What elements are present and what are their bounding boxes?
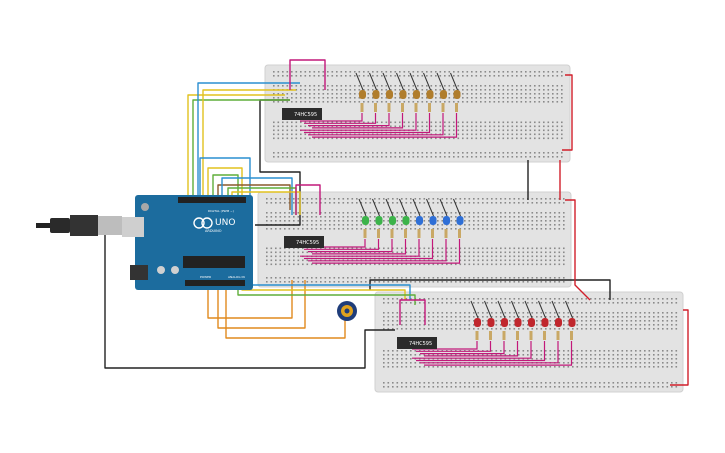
middle-row-led-2[interactable]	[372, 198, 383, 238]
bottom-row-led-7[interactable]	[551, 300, 562, 340]
top-row-led-8[interactable]	[450, 72, 461, 112]
bottom-row-wire-2[interactable]	[416, 341, 492, 352]
bottom-row-led-1[interactable]	[470, 300, 481, 340]
top-row-led-5[interactable]	[409, 72, 420, 112]
middle-row-led-4[interactable]	[399, 198, 410, 238]
middle-row-wire-5[interactable]	[300, 239, 420, 257]
bottom-row-wire-5[interactable]	[412, 341, 532, 359]
wire-blue-1[interactable]	[197, 82, 300, 200]
wire-blue-3[interactable]	[221, 177, 293, 215]
bottom-row-led-6[interactable]	[538, 300, 549, 340]
bottom-row-wire-3[interactable]	[420, 341, 505, 355]
top-row-led-4[interactable]	[396, 72, 407, 112]
chip-bottom-label: 74HC595	[409, 341, 432, 347]
wire-orange-2[interactable]	[217, 280, 306, 329]
chip-middle[interactable]	[284, 236, 324, 248]
top-row-led-3[interactable]	[382, 72, 393, 112]
top-row-wire-7[interactable]	[308, 113, 444, 136]
top-row-wire-8[interactable]	[312, 113, 458, 138]
leds	[355, 72, 576, 340]
wire-magenta-mid-1[interactable]	[295, 184, 321, 215]
middle-row-led-6[interactable]	[426, 198, 437, 238]
wire-magenta-top-1[interactable]	[289, 59, 326, 90]
power-analog-header[interactable]	[185, 280, 245, 286]
atmega-chip	[183, 256, 245, 268]
wire-magenta-bot-1[interactable]	[399, 299, 426, 325]
middle-row-led-1[interactable]	[358, 198, 369, 238]
bottom-row-led-3[interactable]	[497, 300, 508, 340]
bottom-row-led-4[interactable]	[511, 300, 522, 340]
arduino-sub: ARDUINO	[205, 229, 222, 233]
wire-yellow-1[interactable]	[187, 94, 285, 200]
top-row-wire-6[interactable]	[304, 113, 431, 134]
top-row-led-7[interactable]	[436, 72, 447, 112]
shift-registers: 74HC595 74HC595 74HC595	[282, 108, 437, 349]
bottom-row-wire-7[interactable]	[420, 341, 559, 364]
middle-row-led-5[interactable]	[412, 198, 423, 238]
arduino-power-label: POWER	[200, 275, 211, 279]
chip-top[interactable]	[282, 108, 322, 120]
middle-row-wire-4[interactable]	[312, 239, 407, 255]
middle-row-wire-2[interactable]	[304, 239, 380, 250]
bottom-row-wire-4[interactable]	[424, 341, 519, 357]
top-row-wire-5[interactable]	[300, 113, 417, 131]
top-row-wire-2[interactable]	[304, 113, 377, 124]
chip-top-label: 74HC595	[294, 112, 317, 118]
middle-row-wire-6[interactable]	[304, 239, 434, 260]
bottom-row-wire-8[interactable]	[424, 341, 573, 366]
wire-green-1[interactable]	[192, 99, 290, 200]
top-row-wire-4[interactable]	[312, 113, 404, 129]
bottom-row-wire-6[interactable]	[416, 341, 546, 362]
top-row-led-2[interactable]	[369, 72, 380, 112]
middle-row-wire-3[interactable]	[308, 239, 393, 253]
chip-bottom[interactable]	[397, 337, 437, 349]
arduino-brand: UNO	[215, 218, 235, 228]
reset-button[interactable]	[141, 203, 149, 211]
wire-red-mid[interactable]	[565, 199, 591, 301]
arduino-analog-label: ANALOG IN	[228, 275, 245, 279]
wire-orange-3[interactable]	[225, 285, 346, 339]
middle-row-led-7[interactable]	[439, 198, 450, 238]
potentiometer[interactable]	[337, 301, 357, 321]
middle-row-wire-8[interactable]	[312, 239, 461, 264]
wire-brown-1[interactable]	[217, 184, 291, 210]
wire-red-right-top-2[interactable]	[562, 74, 573, 151]
chip-middle-label: 74HC595	[296, 240, 319, 246]
top-row-led-1[interactable]	[355, 72, 366, 112]
middle-row-led-8[interactable]	[453, 198, 464, 238]
top-row-wire-1[interactable]	[300, 113, 363, 122]
digital-header[interactable]	[178, 197, 246, 203]
top-row-wire-3[interactable]	[308, 113, 390, 127]
led-fan-wires	[300, 113, 573, 366]
middle-row-wire-7[interactable]	[308, 239, 447, 262]
usb-cable[interactable]	[36, 215, 136, 236]
wire-orange-1[interactable]	[207, 280, 293, 319]
wire-red-right-bottom[interactable]	[670, 309, 689, 386]
bottom-row-led-5[interactable]	[524, 300, 535, 340]
middle-row-led-3[interactable]	[385, 198, 396, 238]
wire-yellow-2[interactable]	[202, 89, 296, 200]
bottom-row-led-2[interactable]	[484, 300, 495, 340]
top-row-led-6[interactable]	[423, 72, 434, 112]
arduino-board[interactable]: UNO ARDUINO DIGITAL (PWM ~) POWER ANALOG…	[122, 195, 253, 290]
arduino-digital-label: DIGITAL (PWM ~)	[208, 209, 234, 213]
bottom-row-led-8[interactable]	[565, 300, 576, 340]
